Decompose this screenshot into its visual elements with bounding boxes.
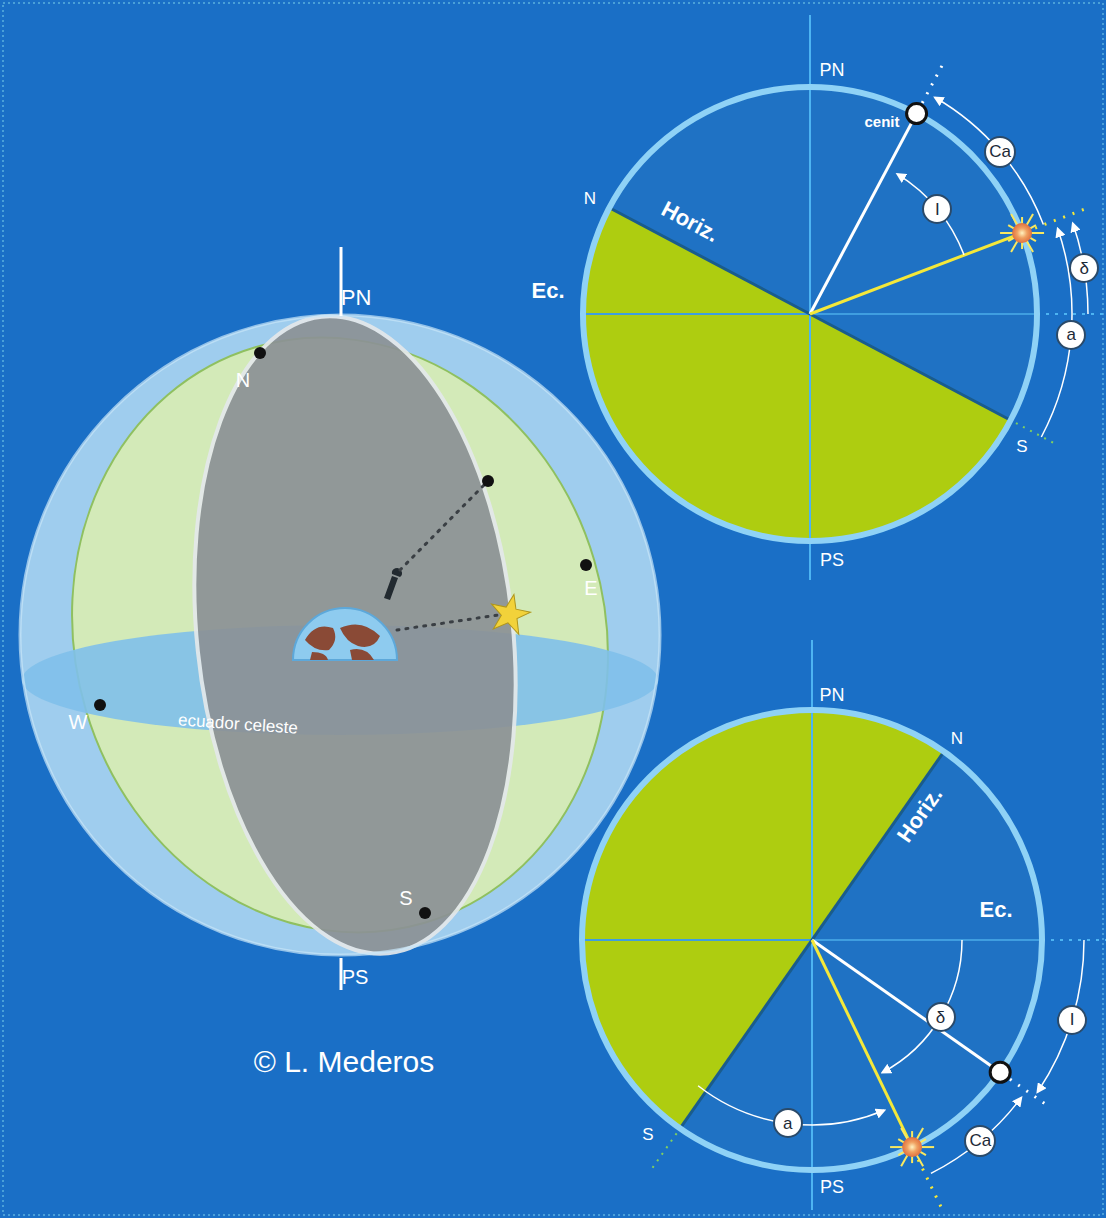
- angle-arc: [897, 174, 964, 255]
- star-ray: [1026, 240, 1033, 252]
- star-extension: [1035, 208, 1087, 228]
- diagram-label: cenit: [864, 114, 899, 129]
- polar-axis: [809, 15, 811, 580]
- south-point: [419, 907, 431, 919]
- angle-arc: [931, 1098, 1021, 1174]
- diagram-label: N: [951, 730, 963, 747]
- star-ray: [1000, 232, 1014, 234]
- angle-symbol: I: [1070, 1011, 1075, 1028]
- angle-label-circle: δ: [1069, 253, 1099, 283]
- angle-label-circle: Ca: [984, 136, 1016, 168]
- diagram-label: S: [399, 888, 412, 908]
- zenith-point: [482, 475, 494, 487]
- below-horizon: [582, 710, 944, 1128]
- diagram-label: PS: [820, 1178, 844, 1196]
- diagram-label: N: [584, 190, 596, 207]
- star-ray: [916, 1154, 923, 1166]
- zenith-extension: [1010, 1079, 1045, 1104]
- zenith-point: [990, 1062, 1010, 1082]
- east-point: [580, 559, 592, 571]
- celestial-sphere: [1, 247, 679, 998]
- meridian-plane: [164, 300, 545, 970]
- zenith-extension: [922, 65, 942, 103]
- equator-extension: [1042, 939, 1106, 941]
- diagram-label: E: [584, 578, 597, 598]
- diagram-north: [583, 15, 1106, 580]
- diagram-label: S: [1016, 438, 1027, 455]
- star-line: [812, 940, 912, 1147]
- angle-label-circle: a: [1056, 320, 1086, 350]
- angle-symbol: I: [935, 201, 940, 218]
- angle-symbol: a: [783, 1115, 792, 1132]
- zenith-point: [907, 104, 927, 124]
- angle-symbol: δ: [1079, 260, 1088, 277]
- star-ray: [916, 1128, 923, 1140]
- angle-label-circle: I: [922, 194, 952, 224]
- diagram-label: PS: [820, 551, 844, 569]
- north-point: [254, 347, 266, 359]
- zenith-line: [400, 481, 488, 570]
- diagram-label: Horiz.: [658, 198, 722, 246]
- star: [1012, 223, 1032, 243]
- angle-symbol: a: [1066, 326, 1075, 343]
- star: [486, 590, 533, 635]
- angle-symbol: Ca: [970, 1132, 992, 1149]
- star-ray: [1030, 232, 1044, 234]
- diagram-label: PN: [819, 61, 844, 79]
- diagram-label: Ec.: [979, 899, 1012, 921]
- diagram-label: PN: [341, 287, 372, 309]
- copyright-note: © L. Mederos: [254, 1047, 435, 1077]
- star-line: [397, 614, 505, 630]
- star-extension: [918, 1160, 942, 1210]
- star-ray: [1011, 240, 1018, 252]
- diagram-label: ecuador celeste: [178, 711, 299, 736]
- angle-symbol: Ca: [989, 143, 1011, 160]
- diagram-south: [582, 640, 1106, 1210]
- diagram-label: N: [236, 370, 250, 390]
- angle-label-circle: δ: [926, 1002, 956, 1032]
- diagram-label: PN: [819, 686, 844, 704]
- angle-symbol: δ: [936, 1009, 945, 1026]
- zenith-line: [810, 122, 912, 314]
- angle-label-circle: a: [773, 1108, 803, 1138]
- sphere-rim: [582, 710, 1042, 1170]
- diagram-label: W: [69, 712, 88, 732]
- star-ray: [901, 1128, 908, 1140]
- star: [902, 1137, 922, 1157]
- star-ray: [901, 1154, 908, 1166]
- star-ray: [1026, 214, 1033, 226]
- angle-arc: [882, 940, 962, 1072]
- horizon-extension: [651, 1133, 676, 1169]
- star-line: [810, 233, 1022, 314]
- diagram-label: Horiz.: [893, 784, 946, 847]
- observer: [384, 568, 402, 600]
- continents: [305, 624, 380, 660]
- star-ray: [890, 1146, 904, 1148]
- earth: [293, 608, 397, 660]
- diagram-label: PS: [342, 967, 369, 987]
- star-ray: [1011, 214, 1018, 226]
- angle-label-circle: Ca: [964, 1125, 996, 1157]
- sphere-rim: [583, 87, 1037, 541]
- star-ray: [920, 1146, 934, 1148]
- diagram-label: Ec.: [531, 280, 564, 302]
- angle-label-circle: I: [1057, 1005, 1087, 1035]
- zenith-line: [812, 940, 992, 1067]
- west-point: [94, 699, 106, 711]
- horizon-plane: [1, 272, 679, 997]
- sphere-rim: [20, 315, 660, 955]
- diagram-label: S: [642, 1126, 653, 1143]
- below-horizon: [583, 208, 1011, 541]
